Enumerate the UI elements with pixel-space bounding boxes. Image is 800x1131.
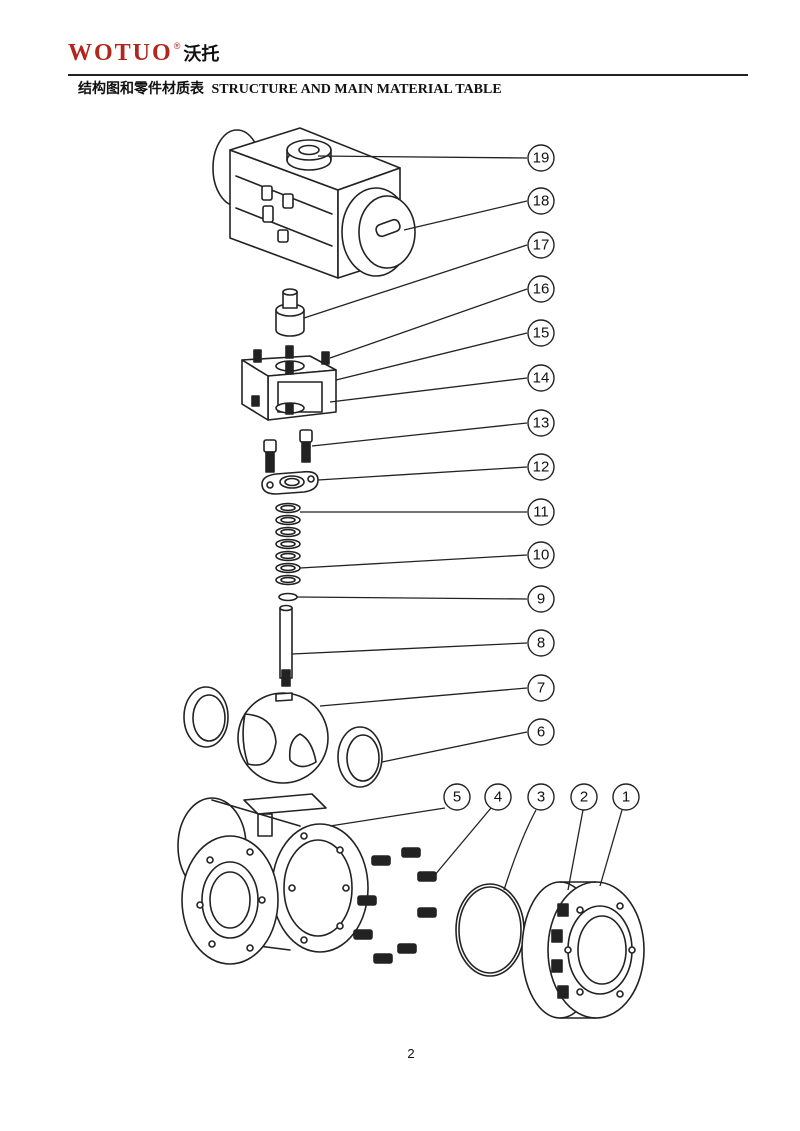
gasket-part xyxy=(455,883,525,977)
callout-18 xyxy=(527,187,555,215)
callout-label: 13 xyxy=(533,415,550,432)
callout-label: 14 xyxy=(533,370,550,387)
logo-wordmark: WOTUO xyxy=(68,40,173,66)
callout-8 xyxy=(527,629,555,657)
section-title-cn: 结构图和零件材质表 xyxy=(78,81,204,97)
ball-part xyxy=(237,692,329,784)
bolt-part xyxy=(263,429,313,473)
callout-6 xyxy=(527,718,555,746)
valve-body-part xyxy=(177,793,369,965)
callout-label: 1 xyxy=(622,789,630,806)
page-number: 2 xyxy=(407,1046,415,1061)
callout-9 xyxy=(527,585,555,613)
callout-12 xyxy=(527,453,555,481)
page-header: WOTUO ® 沃托 结构图和零件材质表 STRUCTURE AND MAIN … xyxy=(68,36,748,98)
registered-mark: ® xyxy=(173,41,181,51)
callout-label: 10 xyxy=(533,547,550,564)
callout-7 xyxy=(527,674,555,702)
logo-chinese-name: 沃托 xyxy=(183,44,220,65)
callout-16 xyxy=(527,275,555,303)
callout-15 xyxy=(527,319,555,347)
gland-part xyxy=(261,470,319,495)
callout-label: 4 xyxy=(494,789,502,806)
callout-label: 6 xyxy=(537,724,545,741)
callout-label: 11 xyxy=(533,504,549,521)
seat-ring-part xyxy=(183,686,383,788)
callout-17 xyxy=(527,231,555,259)
section-title-en: STRUCTURE AND MAIN MATERIAL TABLE xyxy=(211,82,502,97)
callout-14 xyxy=(527,364,555,392)
end-flange-part xyxy=(521,881,645,1019)
callout-label: 12 xyxy=(533,459,550,476)
leader-lines xyxy=(291,155,623,891)
callout-label: 5 xyxy=(453,789,461,806)
callout-11 xyxy=(527,498,555,526)
callout-13 xyxy=(527,409,555,437)
section-title: 结构图和零件材质表 STRUCTURE AND MAIN MATERIAL TA… xyxy=(78,78,502,98)
callout-3 xyxy=(527,783,555,811)
callout-10 xyxy=(527,541,555,569)
callout-label: 15 xyxy=(533,325,550,342)
stem-part xyxy=(279,604,293,687)
pneumatic-actuator-part xyxy=(212,127,416,279)
callout-label: 18 xyxy=(533,193,550,210)
callout-5 xyxy=(443,783,471,811)
callout-label: 9 xyxy=(537,591,545,608)
callout-label: 8 xyxy=(537,635,545,652)
callout-label: 16 xyxy=(533,281,550,298)
callout-19 xyxy=(527,144,555,172)
wotuo-logo: WOTUO ® 沃托 xyxy=(68,40,219,67)
callout-4 xyxy=(484,783,512,811)
header-divider xyxy=(68,74,748,76)
mounting-bracket-part xyxy=(241,345,337,421)
callout-label: 2 xyxy=(580,789,588,806)
callout-label: 17 xyxy=(533,237,550,254)
packing-ring-stack xyxy=(275,502,301,602)
callout-label: 7 xyxy=(537,680,545,697)
stud-bolts-part xyxy=(353,847,437,964)
coupling-part xyxy=(275,288,305,337)
callout-2 xyxy=(570,783,598,811)
callout-label: 3 xyxy=(537,789,545,806)
callout-1 xyxy=(612,783,640,811)
callout-label: 19 xyxy=(533,150,550,167)
